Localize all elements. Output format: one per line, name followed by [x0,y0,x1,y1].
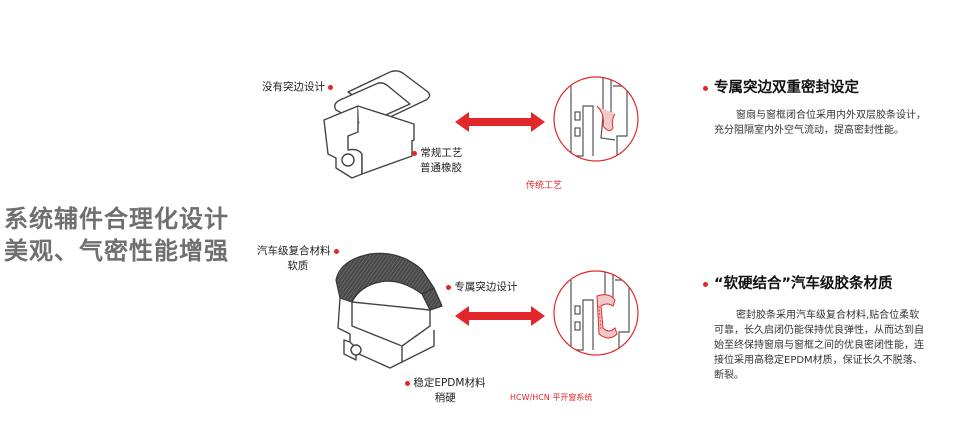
gasket-profile-conventional [323,70,431,179]
label-dot [328,84,334,90]
bullet-dot [703,281,708,287]
label-exclusive-edge: 专属突边设计 [446,280,517,295]
headline-line-1: 系统辅件合理化设计 [4,205,229,233]
cross-section-composite [553,270,639,356]
caption-system: HCW/HCN 平开窗系统 [510,393,593,402]
label-dot [405,380,410,386]
feature1-title: 专属突边双重密封设定 [703,76,859,97]
cross-section-conventional [553,76,639,162]
double-arrow-top [455,112,545,132]
label-dot [333,248,339,254]
feature2-title: “软硬结合”汽车级胶条材质 [703,272,893,293]
feature1-body: 窗扇与窗框闭合位采用内外双层胶条设计，充分阻隔室内外空气流动，提高密封性能。 [714,110,926,136]
label-no-edge: 没有突边设计 [262,80,334,95]
headline-line-2: 美观、气密性能增强 [4,237,229,265]
label-normal-process: 常规工艺 普通橡胶 [412,146,462,176]
bullet-dot [703,85,708,91]
double-arrow-bottom [455,306,545,326]
label-epdm: 稳定EPDM材料 稍硬 [405,376,485,406]
label-dot [412,150,417,156]
feature2-body: 密封胶条采用汽车级复合材料,贴合位柔软可靠，长久启闭仍能保持优良弹性，从而达到自… [714,310,924,381]
label-dot [446,284,451,290]
caption-traditional: 传统工艺 [526,181,563,191]
gasket-profile-composite [335,252,443,369]
label-auto-material: 汽车级复合材料 软质 [257,244,339,274]
